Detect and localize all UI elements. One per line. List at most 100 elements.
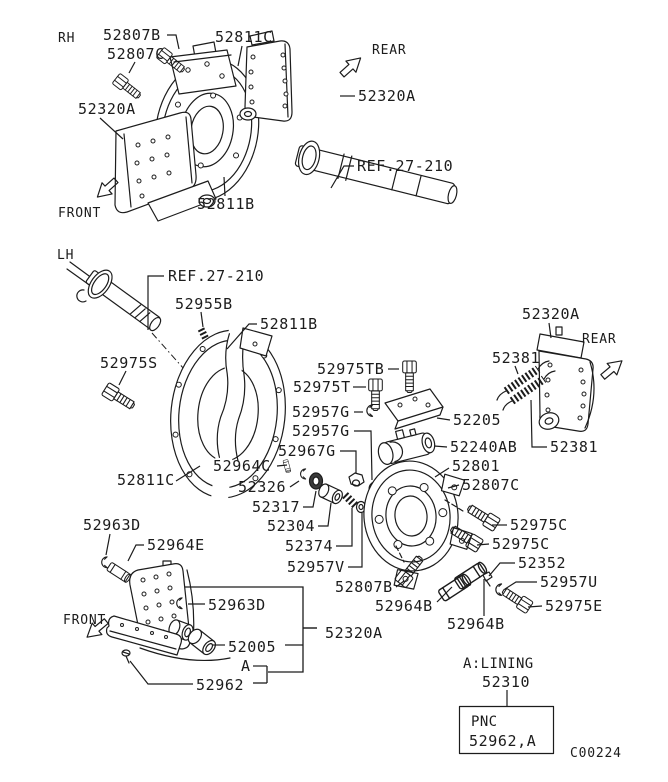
- part-label-52957u: 52957U: [540, 573, 598, 591]
- rh-brake-shoe-right: [239, 30, 293, 122]
- pnc-box: PNC 52962,A: [458, 705, 555, 755]
- leader-line-52381: [514, 365, 519, 375]
- leader-line-52381: [530, 399, 547, 448]
- part-label-52240ab: 52240AB: [450, 438, 517, 456]
- lh-clip-52963d-upper: [101, 556, 108, 569]
- lh-bolt-52975c-upper: [464, 501, 502, 533]
- part-label-52310: 52310: [482, 673, 530, 691]
- part-label-52807b: 52807B: [335, 578, 393, 596]
- leader-line-52240ab: [433, 445, 448, 448]
- part-label-52005: 52005: [228, 638, 276, 656]
- part-label-52320a: 52320A: [522, 305, 580, 323]
- leader-line-52963d: [105, 533, 111, 556]
- part-label-52975c: 52975C: [492, 535, 550, 553]
- lh-bushing-52374: [342, 492, 359, 509]
- part-label-ref-27-210: REF.27-210: [168, 267, 264, 285]
- part-label-52955b: 52955B: [175, 295, 233, 313]
- lh-backing-plate: [170, 325, 286, 505]
- part-label-52807c: 52807C: [462, 476, 520, 494]
- part-label-rear: REAR: [372, 43, 407, 58]
- leader-line-ref-27-210: [330, 165, 354, 189]
- leader-line-52955b: [200, 311, 204, 328]
- part-label-52320a: 52320A: [325, 624, 383, 642]
- lh-bearing-52317: [308, 472, 324, 490]
- part-label-52962: 52962: [196, 676, 244, 694]
- part-label-52374: 52374: [285, 537, 333, 555]
- leader-line-52957g: [354, 430, 373, 481]
- part-label-52352: 52352: [518, 554, 566, 572]
- leader-line-52811b: [226, 323, 257, 350]
- lh-pin-52964e: [106, 561, 133, 584]
- lh-pin-52964c: [282, 459, 292, 474]
- part-label-52963d: 52963D: [83, 516, 141, 534]
- lh-roller-52005: [187, 628, 216, 656]
- part-label-52967g: 52967G: [278, 442, 336, 460]
- part-label-52963d: 52963D: [208, 596, 266, 614]
- leader-line-52807c: [447, 484, 460, 489]
- part-label-a-lining: A:LINING: [463, 656, 534, 672]
- leader-line-52807b: [395, 580, 405, 588]
- part-label-rh: RH: [58, 31, 75, 46]
- leader-line-52801: [434, 467, 450, 478]
- leader-line-ref-27-210: [147, 275, 164, 330]
- part-label-52381: 52381: [550, 438, 598, 456]
- part-label-c00224: C00224: [570, 746, 622, 761]
- lh-lining-52962: [105, 615, 183, 664]
- part-label-52975tb: 52975TB: [317, 360, 384, 378]
- lh-rear-arrow-icon: [597, 354, 628, 384]
- rh-brake-shoe-left: [114, 111, 217, 222]
- leader-line-52807b: [167, 34, 180, 50]
- leader-line-52957u: [504, 581, 537, 590]
- part-label-52317: 52317: [252, 498, 300, 516]
- leader-line-52964c: [276, 464, 288, 467]
- lh-hub-52801: [363, 460, 473, 590]
- part-label-52320a: 52320A: [78, 100, 136, 118]
- part-label-ref-27-210: REF.27-210: [357, 157, 453, 175]
- part-label-52957v: 52957V: [287, 558, 345, 576]
- leader-line-52964e: [127, 544, 144, 562]
- part-label-52811c: 52811C: [215, 28, 273, 46]
- leader-line-52304: [318, 502, 332, 527]
- leader-line-52205: [436, 417, 451, 421]
- lh-bushing-52304: [318, 483, 343, 505]
- leader-line-52326: [289, 480, 300, 488]
- rh-bolt-52807c: [111, 72, 144, 103]
- part-label-52320a: 52320A: [358, 87, 416, 105]
- leader-line-52975e: [527, 605, 543, 608]
- part-label-52957g: 52957G: [292, 422, 350, 440]
- leader-line-52320a: [548, 322, 552, 339]
- part-label-front: FRONT: [58, 206, 101, 221]
- part-label-52811b: 52811B: [260, 315, 318, 333]
- part-label-52807c: 52807C: [107, 45, 165, 63]
- part-label-rear: REAR: [582, 332, 617, 347]
- leader-line-52317: [303, 490, 317, 508]
- leader-line-52975s: [118, 370, 127, 386]
- rh-rear-arrow-icon: [336, 51, 367, 81]
- lh-springs-52381: [496, 360, 556, 411]
- part-label-52964b: 52964B: [447, 615, 505, 633]
- lh-axle-shaft: [66, 261, 193, 379]
- part-label-52964e: 52964E: [147, 536, 205, 554]
- part-label-52326: 52326: [238, 478, 286, 496]
- leader-line-52811c: [237, 45, 243, 67]
- part-label-52381: 52381: [492, 349, 540, 367]
- part-label-a: A: [241, 657, 251, 675]
- lh-washer-52326: [300, 468, 307, 480]
- leader-line-52967g: [340, 450, 357, 473]
- leader-line-52352: [488, 562, 515, 577]
- lh-pin-52964b-left: [437, 572, 473, 603]
- lh-nut-52967g: [348, 472, 365, 487]
- part-label-52811c: 52811C: [117, 471, 175, 489]
- part-label-52957g: 52957G: [292, 403, 350, 421]
- leader-line-52807c: [128, 61, 136, 74]
- leader-line-52964b: [436, 586, 453, 603]
- leader-line-52962: [129, 660, 193, 685]
- part-label-52975e: 52975E: [545, 597, 603, 615]
- part-label-52811b: 52811B: [197, 195, 255, 213]
- lh-bolt-52975s: [100, 381, 138, 413]
- lh-strut-plate-52205: [384, 388, 444, 430]
- pnc-box-value: 52962,A: [469, 732, 536, 750]
- leader-line-52975c: [476, 543, 490, 546]
